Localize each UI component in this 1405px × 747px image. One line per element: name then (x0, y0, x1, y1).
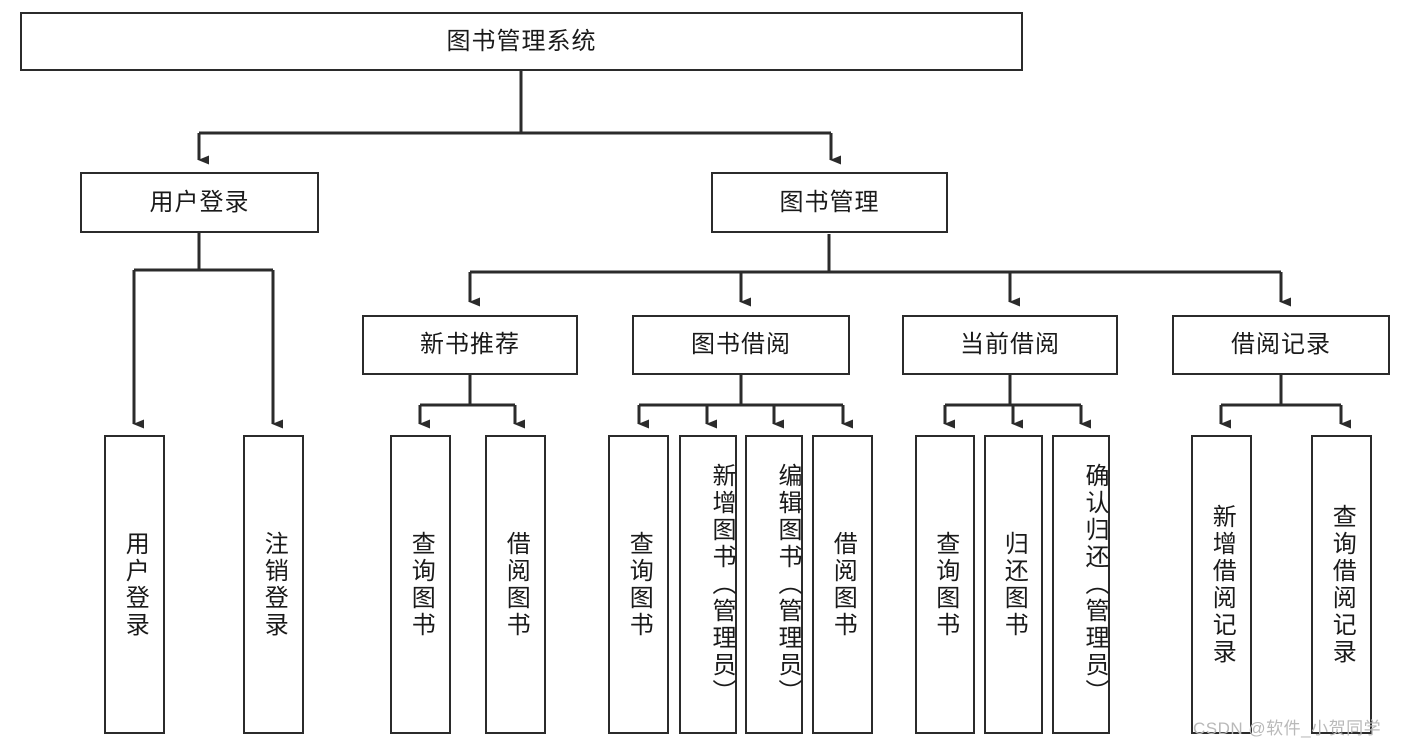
node-leaf-add-record[interactable]: 新增借阅记录 (1191, 435, 1252, 734)
node-leaf-query-book-1-label: 查询图书 (407, 530, 435, 639)
node-leaf-return-book-label: 归还图书 (1000, 530, 1028, 639)
node-leaf-logout[interactable]: 注销登录 (243, 435, 304, 734)
node-user-login-label: 用户登录 (149, 188, 250, 216)
node-leaf-borrow-book-2[interactable]: 借阅图书 (812, 435, 873, 734)
node-leaf-borrow-book-1-label: 借阅图书 (502, 530, 530, 639)
node-current-borrow[interactable]: 当前借阅 (902, 315, 1118, 375)
node-leaf-user-login-label: 用户登录 (121, 530, 149, 639)
node-new-book-recommend[interactable]: 新书推荐 (362, 315, 578, 375)
node-leaf-query-book-2[interactable]: 查询图书 (608, 435, 669, 734)
node-leaf-add-record-label: 新增借阅记录 (1208, 503, 1236, 666)
node-leaf-query-book-3-label: 查询图书 (931, 530, 959, 639)
node-book-manage-label: 图书管理 (779, 188, 880, 216)
node-leaf-query-record-label: 查询借阅记录 (1328, 503, 1356, 666)
node-current-borrow-label: 当前借阅 (960, 331, 1060, 359)
node-leaf-confirm-return-label: 确认归还（管理员） (1081, 463, 1108, 706)
node-new-book-recommend-label: 新书推荐 (420, 331, 520, 359)
node-book-manage[interactable]: 图书管理 (711, 172, 948, 233)
node-leaf-query-book-3[interactable]: 查询图书 (915, 435, 975, 734)
node-root-label: 图书管理系统 (446, 27, 597, 55)
node-leaf-logout-label: 注销登录 (260, 530, 288, 639)
node-user-login[interactable]: 用户登录 (80, 172, 319, 233)
node-leaf-add-book-label: 新增图书（管理员） (708, 463, 735, 706)
node-book-borrow-label: 图书借阅 (691, 331, 791, 359)
node-leaf-borrow-book-2-label: 借阅图书 (829, 530, 857, 639)
watermark-text: CSDN @软件_小贺同学 (1193, 719, 1382, 738)
node-borrow-record[interactable]: 借阅记录 (1172, 315, 1390, 375)
node-root[interactable]: 图书管理系统 (20, 12, 1023, 71)
node-book-borrow[interactable]: 图书借阅 (632, 315, 850, 375)
node-leaf-return-book[interactable]: 归还图书 (984, 435, 1043, 734)
node-leaf-query-book-1[interactable]: 查询图书 (390, 435, 451, 734)
node-leaf-query-book-2-label: 查询图书 (625, 530, 653, 639)
node-leaf-confirm-return[interactable]: 确认归还（管理员） (1052, 435, 1110, 734)
node-leaf-edit-book-label: 编辑图书（管理员） (774, 463, 801, 706)
node-leaf-edit-book[interactable]: 编辑图书（管理员） (745, 435, 803, 734)
node-leaf-query-record[interactable]: 查询借阅记录 (1311, 435, 1372, 734)
node-borrow-record-label: 借阅记录 (1231, 331, 1331, 359)
node-leaf-borrow-book-1[interactable]: 借阅图书 (485, 435, 546, 734)
node-leaf-user-login[interactable]: 用户登录 (104, 435, 165, 734)
node-leaf-add-book[interactable]: 新增图书（管理员） (679, 435, 737, 734)
